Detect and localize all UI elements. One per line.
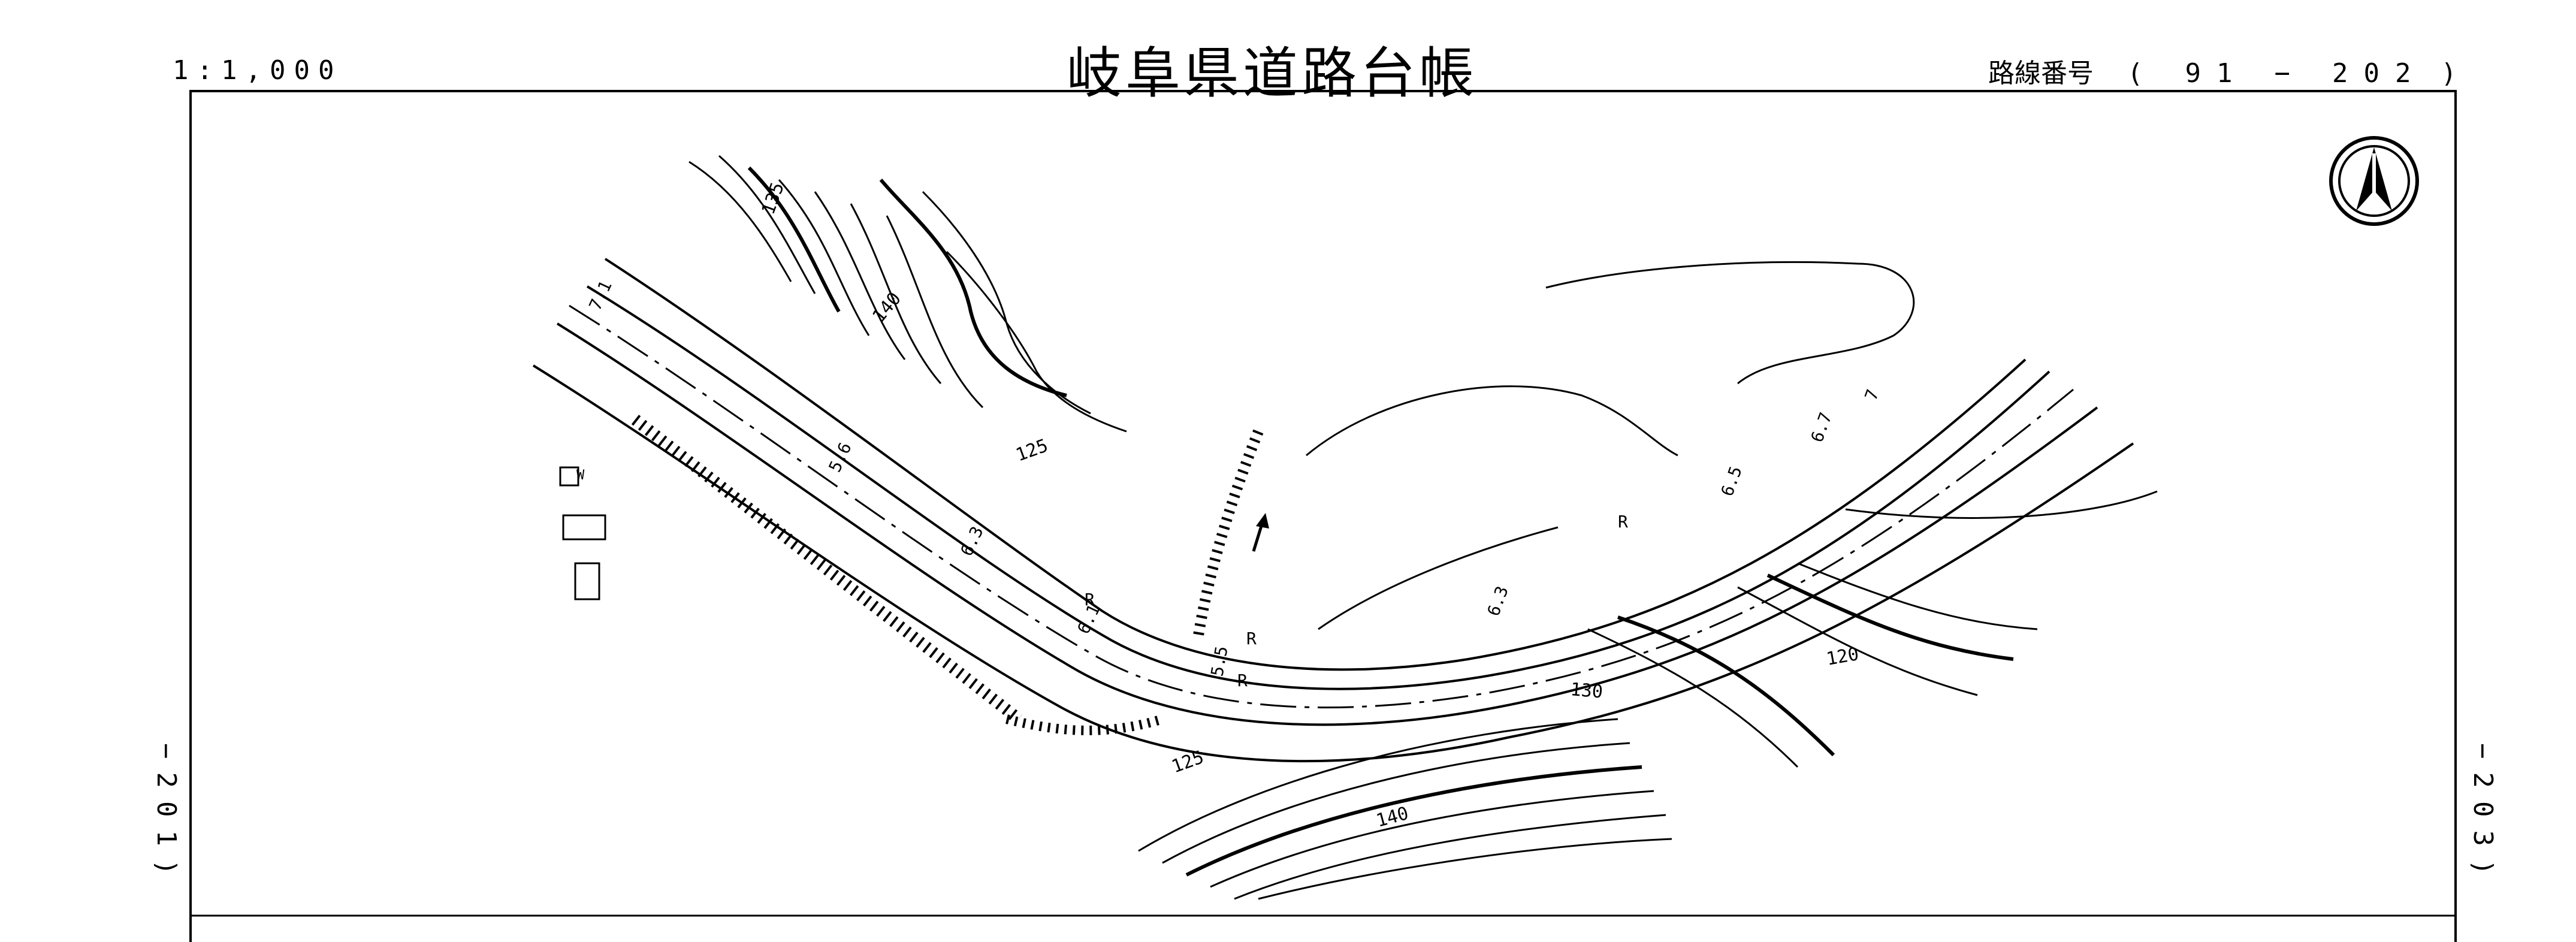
contours-lower: [1138, 562, 2038, 900]
slope-hatching: [631, 415, 1264, 735]
contour-label-120: 120: [1825, 644, 1860, 670]
route-number-label: 路線番号: [1988, 58, 2094, 89]
r-label-2: R: [1246, 629, 1257, 648]
route-close-paren: ): [2441, 58, 2472, 89]
route-number: 路線番号 ( 91 − 202 ): [1988, 52, 2472, 90]
adjacent-sheet-left: −201): [151, 743, 182, 889]
road-centerline: [569, 304, 2074, 709]
page-title: 岐阜県道路台帳: [1067, 41, 1478, 105]
r-label-1: R: [1085, 590, 1095, 609]
map-scale: 1:1,000: [173, 55, 343, 86]
width-label-7: 7: [1861, 387, 1883, 403]
parcel-outlines: [559, 261, 2158, 630]
contour-labels: 135 140 125 125 140 130 120: [758, 180, 1861, 832]
width-label-6-3-mid: 6.3: [1484, 584, 1512, 619]
contour-label-140: 140: [868, 288, 905, 327]
route-dash: −: [2274, 58, 2306, 89]
road-width-labels: 7.1 5.6 6.3 6.1 5.5 6.3 6.5 6.7 7 R R R …: [576, 277, 1883, 690]
width-label-7-1: 7.1: [585, 277, 615, 313]
route-open-paren: (: [2127, 58, 2159, 89]
contours-upper-left: [688, 155, 1127, 433]
contour-label-125-lower: 125: [1169, 747, 1207, 777]
width-label-5-5: 5.5: [1207, 645, 1231, 678]
road-edges: [532, 258, 2134, 763]
width-label-5-6: 5.6: [825, 439, 855, 475]
route-number-a: 91: [2185, 58, 2248, 89]
contour-label-130: 130: [1569, 679, 1603, 703]
width-label-6-3: 6.3: [956, 523, 987, 559]
r-label-3: R: [1237, 671, 1248, 690]
adjacent-sheet-right: −203): [2468, 743, 2498, 889]
direction-arrow-icon: [1252, 513, 1269, 552]
r-label-4: R: [1618, 512, 1628, 532]
north-arrow-icon: [2329, 136, 2419, 226]
contour-label-125: 125: [1013, 435, 1051, 466]
width-label-6-5: 6.5: [1717, 464, 1746, 499]
route-number-b: 202: [2332, 58, 2427, 89]
w-mark: W: [576, 468, 585, 483]
map-frame: [189, 90, 2457, 942]
width-label-6-7: 6.7: [1807, 410, 1836, 445]
